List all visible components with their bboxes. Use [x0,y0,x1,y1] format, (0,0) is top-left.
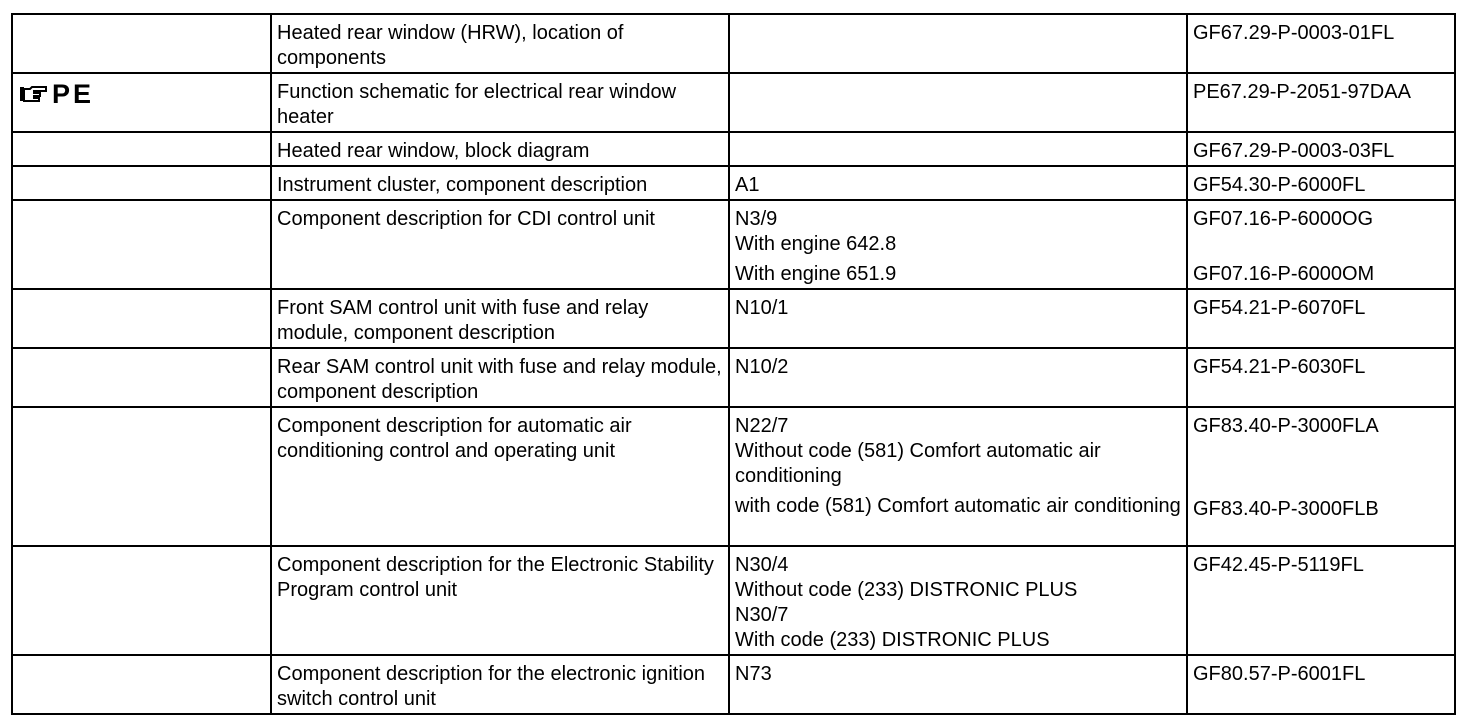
title-cell: Front SAM control unit with fuse and rel… [270,288,730,349]
row-title: Rear SAM control unit with fuse and rela… [277,356,722,403]
designation-cell [728,72,1188,133]
row-title: Instrument cluster, component descriptio… [277,174,648,196]
title-cell: Heated rear window (HRW), location of co… [270,13,730,74]
designation-cell [728,13,1188,74]
designation-condition: With engine 651.9 [735,263,897,285]
table-row: Heated rear window, block diagram GF67.2… [11,131,1456,167]
title-cell: Instrument cluster, component descriptio… [270,165,730,201]
marker-cell [11,654,272,715]
marker-cell [11,545,272,656]
title-cell: Component description for the electronic… [270,654,730,715]
title-cell: Component description for CDI control un… [270,199,730,290]
marker-cell [11,199,272,290]
designation-code: N3/9 [735,208,778,230]
row-title: Heated rear window, block diagram [277,140,590,162]
document-cell: GF80.57-P-6001FL [1186,654,1456,715]
designation-code: N22/7 [735,415,789,437]
designation-condition: with code (581) Comfort automatic air co… [735,495,1181,517]
pe-reference-marker[interactable]: PE [18,79,266,109]
document-cell: GF67.29-P-0003-01FL [1186,13,1456,74]
row-title: Component description for the electronic… [277,663,706,710]
document-link[interactable]: GF54.30-P-6000FL [1193,174,1366,196]
component-reference-table: Heated rear window (HRW), location of co… [11,13,1456,715]
table-row: Component description for the electronic… [11,654,1456,715]
designation-cell: N30/4 Without code (233) DISTRONIC PLUS … [728,545,1188,656]
document-link[interactable]: GF54.21-P-6070FL [1193,297,1366,319]
designation-code: A1 [735,174,760,196]
designation-cell: N10/2 [728,347,1188,408]
designation-cell: N10/1 [728,288,1188,349]
pe-marker-label: PE [52,79,95,109]
marker-cell [11,165,272,201]
document-link[interactable]: GF67.29-P-0003-03FL [1193,140,1395,162]
designation-cell: A1 [728,165,1188,201]
row-title: Component description for CDI control un… [277,208,655,230]
table-row: Component description for the Electronic… [11,545,1456,656]
document-cell: GF42.45-P-5119FL [1186,545,1456,656]
row-title: Component description for the Electronic… [277,554,714,601]
designation-code: N30/7 [735,604,789,626]
document-cell: GF07.16-P-6000OG GF07.16-P-6000OM [1186,199,1456,290]
table-row: Component description for CDI control un… [11,199,1456,290]
document-link[interactable]: GF83.40-P-3000FLA [1193,415,1379,437]
title-cell: Heated rear window, block diagram [270,131,730,167]
title-cell: Function schematic for electrical rear w… [270,72,730,133]
row-title: Function schematic for electrical rear w… [277,81,677,128]
document-cell: GF83.40-P-3000FLA GF83.40-P-3000FLB [1186,406,1456,547]
document-cell: GF54.21-P-6070FL [1186,288,1456,349]
document-link[interactable]: GF54.21-P-6030FL [1193,356,1366,378]
table-row: Front SAM control unit with fuse and rel… [11,288,1456,349]
designation-code: N10/1 [735,297,789,319]
designation-cell: N3/9 With engine 642.8 With engine 651.9 [728,199,1188,290]
marker-cell: PE [11,72,272,133]
marker-cell [11,347,272,408]
document-cell: PE67.29-P-2051-97DAA [1186,72,1456,133]
title-cell: Component description for automatic air … [270,406,730,547]
table-row: PE Function schematic for electrical rea… [11,72,1456,133]
marker-cell [11,131,272,167]
table-row: Rear SAM control unit with fuse and rela… [11,347,1456,408]
title-cell: Rear SAM control unit with fuse and rela… [270,347,730,408]
designation-code: N73 [735,663,772,685]
row-title: Front SAM control unit with fuse and rel… [277,297,649,344]
document-link[interactable]: GF07.16-P-6000OG [1193,208,1374,230]
designation-code: N10/2 [735,356,789,378]
pointing-hand-icon [20,85,47,102]
designation-condition: With engine 642.8 [735,233,897,255]
designation-cell: N73 [728,654,1188,715]
designation-condition: Without code (233) DISTRONIC PLUS [735,579,1078,601]
marker-cell [11,406,272,547]
document-link[interactable]: GF80.57-P-6001FL [1193,663,1366,685]
designation-condition: Without code (581) Comfort automatic air… [735,440,1101,487]
document-link[interactable]: GF42.45-P-5119FL [1193,554,1364,576]
table-row: Component description for automatic air … [11,406,1456,547]
designation-cell: N22/7 Without code (581) Comfort automat… [728,406,1188,547]
document-link[interactable]: GF67.29-P-0003-01FL [1193,22,1395,44]
row-title: Heated rear window (HRW), location of co… [277,22,624,69]
document-cell: GF54.30-P-6000FL [1186,165,1456,201]
designation-cell [728,131,1188,167]
document-link[interactable]: GF83.40-P-3000FLB [1193,498,1379,520]
document-cell: GF67.29-P-0003-03FL [1186,131,1456,167]
document-cell: GF54.21-P-6030FL [1186,347,1456,408]
document-link[interactable]: PE67.29-P-2051-97DAA [1193,81,1411,103]
marker-cell [11,13,272,74]
marker-cell [11,288,272,349]
table-row: Heated rear window (HRW), location of co… [11,13,1456,74]
document-link[interactable]: GF07.16-P-6000OM [1193,263,1375,285]
title-cell: Component description for the Electronic… [270,545,730,656]
row-title: Component description for automatic air … [277,415,632,462]
designation-condition: With code (233) DISTRONIC PLUS [735,629,1050,651]
designation-code: N30/4 [735,554,789,576]
table-row: Instrument cluster, component descriptio… [11,165,1456,201]
